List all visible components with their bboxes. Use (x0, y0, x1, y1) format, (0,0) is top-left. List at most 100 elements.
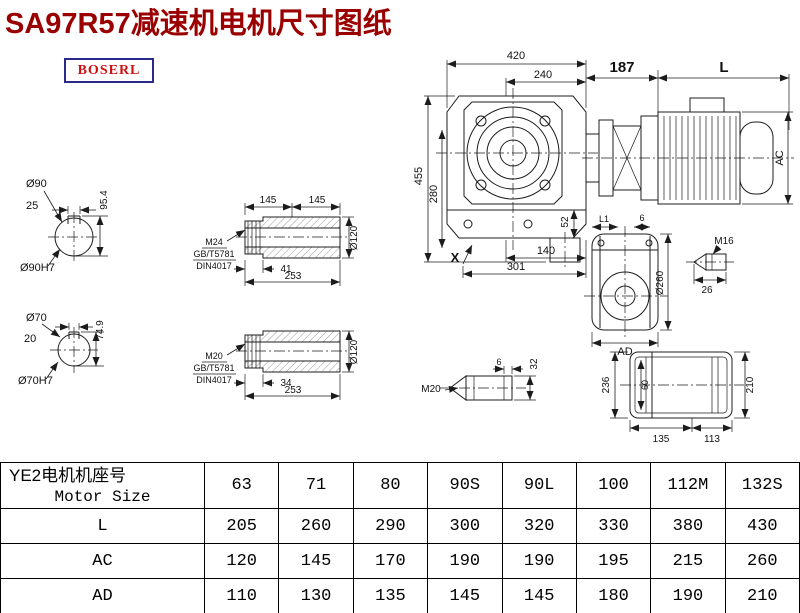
motor-shaft-tip-detail: M16 26 (686, 236, 734, 296)
value-cell: 260 (724, 543, 800, 579)
gearbox-front-view (436, 88, 598, 268)
dim-label-113: 113 (704, 434, 720, 445)
dim-label-455: 455 (413, 167, 425, 185)
std-label-din2: DIN4017 (196, 375, 232, 385)
dim-label-d90h7: Ø90H7 (20, 262, 55, 274)
value-cell: 260 (278, 508, 354, 544)
dim-label-d70h7: Ø70H7 (18, 375, 53, 387)
dim-label-187: 187 (609, 59, 634, 76)
thread-label-m20: M20 (205, 351, 223, 361)
value-cell: 190 (501, 543, 577, 579)
dim-label-d120-top: Ø120 (349, 225, 360, 250)
value-cell: 130 (278, 578, 354, 613)
value-cell: 190 (650, 578, 726, 613)
dim-label-52: 52 (560, 216, 571, 228)
size-col-header: 63 (203, 462, 280, 509)
boserl-logo-text: BOSERL (77, 62, 141, 78)
dim-label-240: 240 (534, 69, 552, 81)
rear-top-view: 236 60 135 113 210 (601, 351, 756, 445)
value-cell: 330 (575, 508, 652, 544)
dim-label-d260: Ø260 (655, 270, 666, 295)
dim-label-26: 26 (701, 285, 713, 296)
gearbox-front-dims: 420 240 455 280 52 X 140 301 (413, 50, 587, 278)
value-cell: 205 (203, 508, 280, 544)
size-col-header: 100 (575, 462, 652, 509)
table-row-l: L 205 260 290 300 320 330 380 430 (0, 508, 800, 544)
size-col-header: 90S (427, 462, 503, 509)
bore-70-end-view: Ø70 20 74.9 Ø70H7 (18, 312, 106, 387)
value-cell: 180 (575, 578, 652, 613)
dim-label-135: 135 (653, 434, 670, 445)
dim-label-d90: Ø90 (26, 178, 47, 190)
page-title: SA97R57减速机电机尺寸图纸 (5, 8, 392, 40)
value-cell: 170 (352, 543, 429, 579)
dim-label-210: 210 (745, 376, 756, 393)
hollow-shaft-section-bottom: Ø120 M20 GB/T5781 DIN4017 34 253 (193, 330, 360, 400)
value-cell: 190 (427, 543, 503, 579)
value-cell: 290 (352, 508, 429, 544)
motor-size-label-en: Motor Size (54, 487, 151, 506)
dim-label-x: X (451, 250, 460, 265)
dim-label-140: 140 (537, 245, 555, 257)
dim-label-253-top: 253 (285, 271, 302, 282)
dim-label-6: 6 (639, 213, 644, 223)
output-flange-side-view: L1 6 Ø260 AD (584, 213, 672, 358)
row-label: L (0, 508, 205, 544)
size-col-header: 112M (650, 462, 726, 509)
dim-label-253-bottom: 253 (285, 385, 302, 396)
dim-label-m16: M16 (714, 236, 734, 247)
std-label-gb2: GB/T5781 (193, 363, 234, 373)
value-cell: 320 (501, 508, 577, 544)
thread-label-m24: M24 (205, 237, 223, 247)
dim-label-420: 420 (507, 50, 525, 62)
motor-dims: 187 L AC (586, 59, 793, 205)
row-label: AD (0, 578, 205, 613)
dim-label-236: 236 (601, 376, 612, 393)
value-cell: 210 (724, 578, 800, 613)
dim-label-280: 280 (428, 185, 440, 203)
dim-label-ac: AC (774, 150, 786, 165)
motor-size-header-cell: YE2电机机座号 Motor Size (0, 462, 205, 509)
dim-label-l1: L1 (599, 214, 609, 224)
boserl-logo-box: BOSERL (64, 58, 154, 83)
size-col-header: 71 (278, 462, 354, 509)
motor-dimension-table: YE2电机机座号 Motor Size 63 71 80 90S 90L 100… (0, 462, 800, 613)
hollow-shaft-section-top: 145 145 Ø120 M24 GB/T5781 DIN4017 41 253 (193, 195, 360, 286)
size-col-header: 80 (352, 462, 429, 509)
dim-label-60: 60 (640, 380, 650, 390)
dim-label-tip-6: 6 (496, 357, 501, 367)
dim-label-m20-tip: M20 (421, 384, 441, 395)
dim-label-41: 41 (280, 264, 292, 275)
input-shaft-tip-detail: 6 32 M20 (421, 357, 540, 401)
value-cell: 380 (650, 508, 726, 544)
dim-label-32: 32 (529, 358, 540, 370)
value-cell: 145 (427, 578, 503, 613)
table-header-row: YE2电机机座号 Motor Size 63 71 80 90S 90L 100… (0, 462, 800, 509)
value-cell: 215 (650, 543, 726, 579)
bore-90-end-view: Ø90 25 95.4 Ø90H7 (20, 178, 110, 274)
value-cell: 145 (278, 543, 354, 579)
motor-size-label-cn: YE2电机机座号 (9, 465, 127, 485)
table-row-ac: AC 120 145 170 190 190 195 215 260 (0, 543, 800, 579)
value-cell: 300 (427, 508, 503, 544)
dim-label-954: 95.4 (99, 190, 110, 210)
dim-label-301: 301 (507, 261, 525, 273)
motor-side-view (582, 97, 794, 205)
dim-label-20: 20 (24, 333, 36, 345)
dim-label-motor-l: L (719, 59, 728, 76)
dim-label-145a: 145 (260, 195, 277, 206)
dim-label-25: 25 (26, 200, 38, 212)
technical-drawing: 420 240 455 280 52 X 140 301 (18, 50, 794, 445)
value-cell: 120 (203, 543, 280, 579)
value-cell: 110 (203, 578, 280, 613)
dim-label-145b: 145 (309, 195, 326, 206)
value-cell: 430 (724, 508, 800, 544)
dim-label-34: 34 (280, 378, 292, 389)
dim-label-d70: Ø70 (26, 312, 47, 324)
row-label: AC (0, 543, 205, 579)
size-col-header: 90L (501, 462, 577, 509)
dim-label-d120-bottom: Ø120 (349, 339, 360, 364)
value-cell: 135 (352, 578, 429, 613)
std-label-din: DIN4017 (196, 261, 232, 271)
